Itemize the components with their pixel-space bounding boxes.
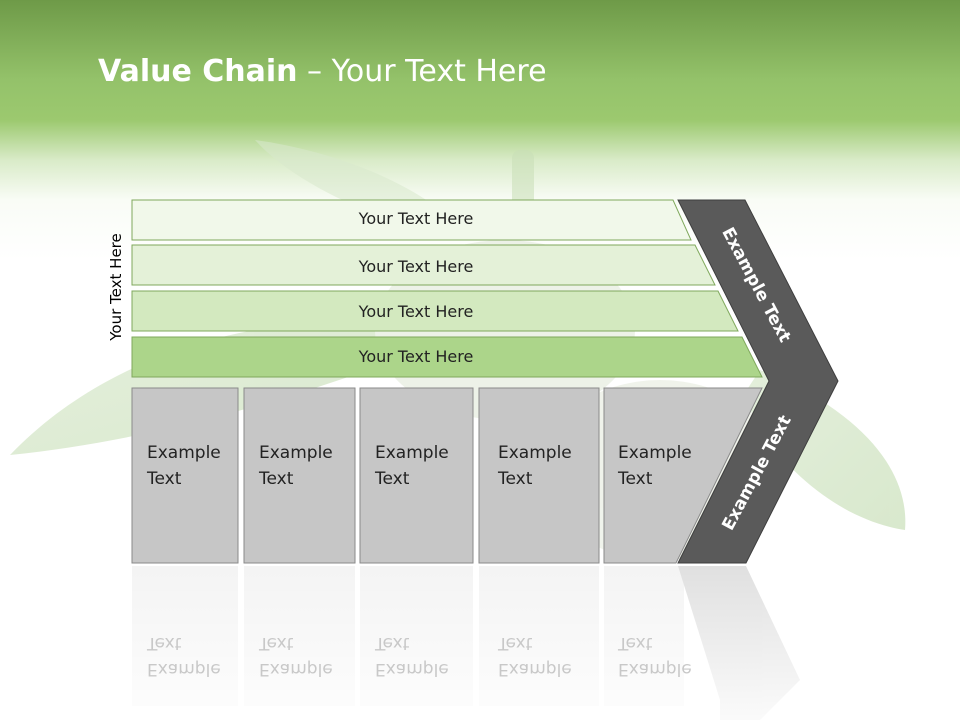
slide-title: Value Chain – Your Text Here	[98, 54, 547, 89]
activity-card-4	[478, 387, 600, 564]
support-bar-1-label: Your Text Here	[358, 209, 474, 228]
support-bar-4	[131, 336, 763, 378]
title-rest: – Your Text Here	[297, 54, 547, 89]
support-bar-4-label: Your Text Here	[358, 347, 474, 366]
support-bar-1	[131, 199, 692, 241]
activity-card-5	[603, 387, 763, 564]
support-bar-3-label: Your Text Here	[358, 302, 474, 321]
activity-card-1	[131, 387, 239, 564]
margin-chevron	[677, 199, 839, 564]
support-bar-2-label: Your Text Here	[358, 257, 474, 276]
title-bold: Value Chain	[98, 54, 298, 89]
support-bar-2	[131, 244, 716, 286]
activity-card-2	[243, 387, 356, 564]
support-bar-3	[131, 290, 739, 332]
activity-card-3	[359, 387, 474, 564]
